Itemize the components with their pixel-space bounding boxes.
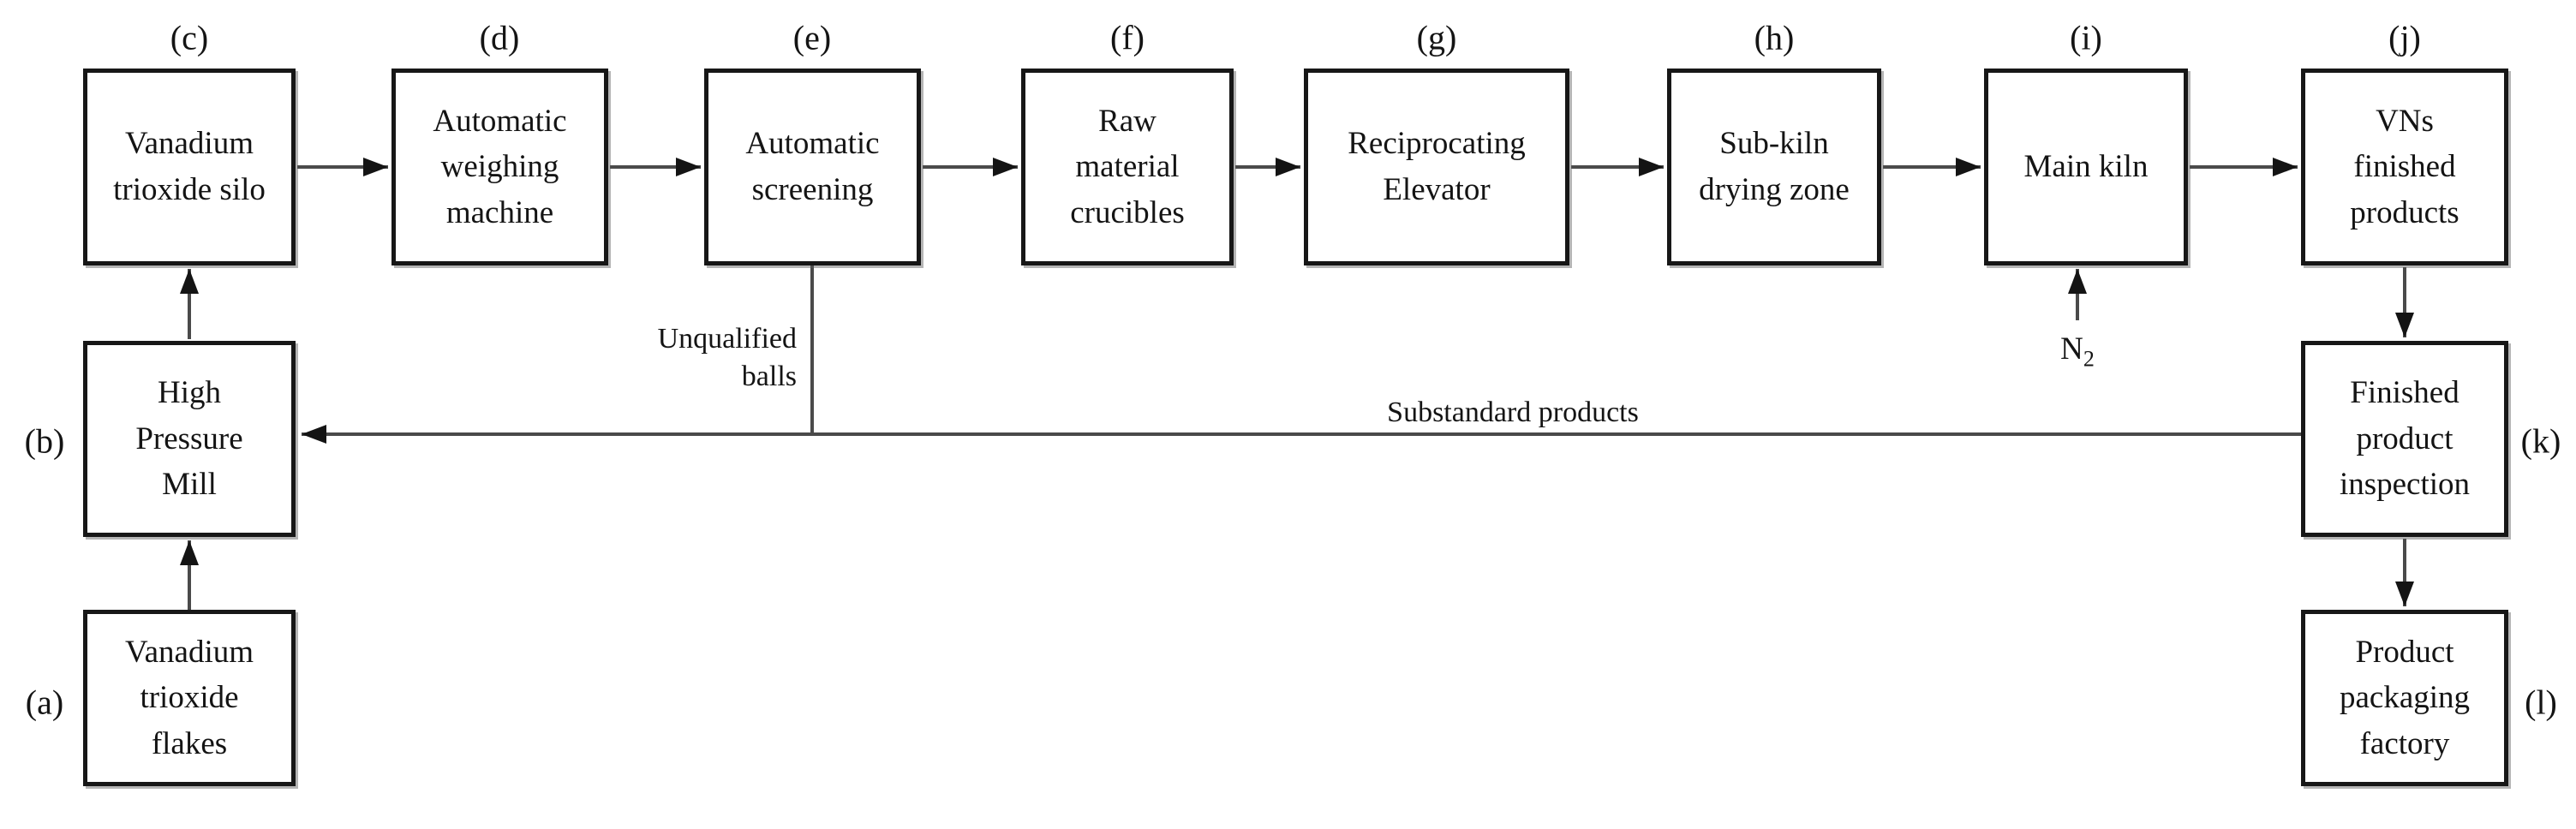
node-b-high-pressure-mill: High Pressure Mill	[83, 341, 296, 537]
node-f-raw-material-crucibles: Raw material crucibles	[1021, 69, 1234, 265]
node-h-tag: (h)	[1754, 18, 1795, 57]
node-a-tag: (a)	[25, 683, 64, 722]
node-g-reciprocating-elevator: Reciprocating Elevator	[1304, 69, 1569, 265]
node-c-label: Vanadium trioxide silo	[113, 126, 266, 207]
node-j-vns-finished-products: VNs finished products	[2301, 69, 2508, 265]
node-k-tag: (k)	[2520, 421, 2561, 461]
node-i-tag: (i)	[2070, 18, 2102, 57]
node-c-vanadium-trioxide-silo: Vanadium trioxide silo	[83, 69, 296, 265]
node-a-vanadium-trioxide-flakes: Vanadium trioxide flakes	[83, 610, 296, 786]
node-k-label: Finished product inspection	[2339, 375, 2471, 503]
node-k-finished-product-inspection: Finished product inspection	[2301, 341, 2508, 537]
node-j-label: VNs finished products	[2350, 103, 2459, 230]
substandard-products-label: Substandard products	[1387, 397, 1639, 428]
node-e-tag: (e)	[792, 18, 832, 57]
node-h-sub-kiln-drying-zone: Sub-kiln drying zone	[1667, 69, 1881, 265]
node-l-tag: (l)	[2525, 683, 2557, 722]
node-e-label: Automatic screening	[745, 126, 880, 207]
node-b-label: High Pressure Mill	[135, 375, 243, 503]
node-g-tag: (g)	[1416, 18, 1457, 57]
node-c-tag: (c)	[170, 18, 209, 57]
node-b-tag: (b)	[24, 421, 65, 461]
node-f-tag: (f)	[1110, 18, 1145, 57]
node-j-tag: (j)	[2388, 18, 2421, 57]
n2-base: N	[2060, 331, 2083, 367]
node-d-tag: (d)	[479, 18, 520, 57]
node-h-label: Sub-kiln drying zone	[1699, 126, 1850, 207]
n2-subscript: 2	[2083, 346, 2095, 372]
unqualified-balls-label: Unqualified balls	[657, 323, 797, 393]
node-i-main-kiln: Main kiln	[1984, 69, 2188, 265]
node-g-label: Reciprocating Elevator	[1348, 126, 1526, 207]
n2-label: N2	[2060, 329, 2095, 373]
node-e-automatic-screening: Automatic screening	[704, 69, 921, 265]
node-a-label: Vanadium trioxide flakes	[124, 634, 254, 761]
node-d-label: Automatic weighing machine	[433, 103, 567, 230]
node-i-label: Main kiln	[2023, 149, 2149, 185]
node-f-label: Raw material crucibles	[1070, 103, 1185, 230]
node-l-label: Product packaging factory	[2339, 634, 2471, 761]
node-d-automatic-weighing-machine: Automatic weighing machine	[391, 69, 608, 265]
node-l-product-packaging-factory: Product packaging factory	[2301, 610, 2508, 786]
